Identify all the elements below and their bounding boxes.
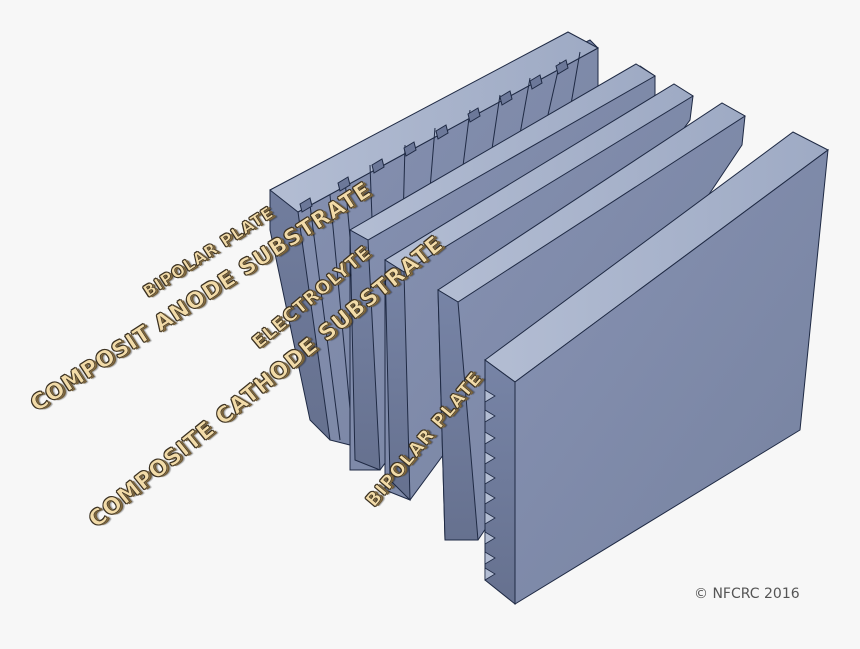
copyright-notice: © NFCRC 2016 xyxy=(694,586,800,602)
bipolar-plate-front xyxy=(484,131,829,606)
